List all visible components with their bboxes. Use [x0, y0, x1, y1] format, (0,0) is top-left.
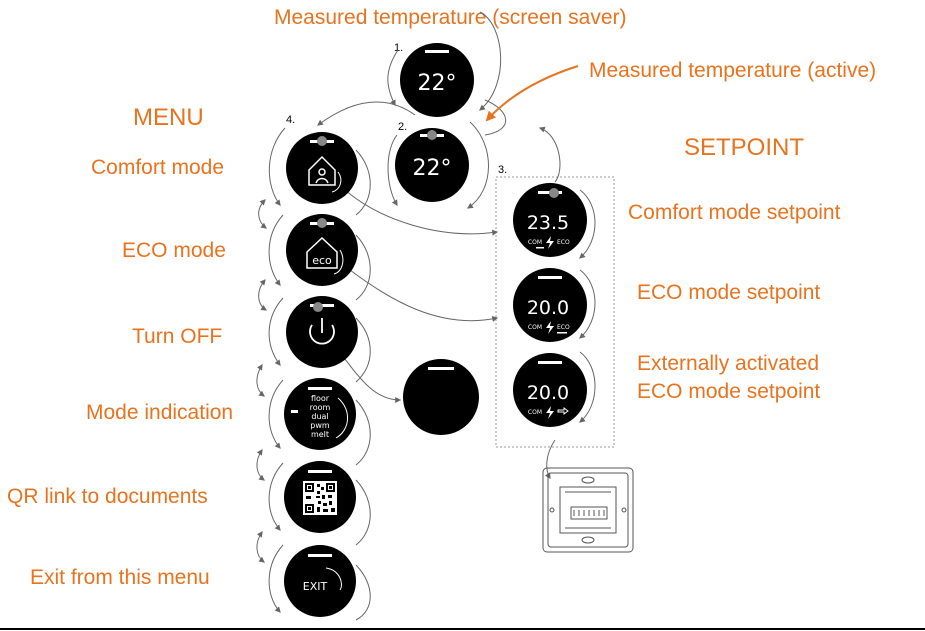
- power-icon: [309, 318, 335, 345]
- exit-text: EXIT: [303, 580, 328, 593]
- eco-eco-label: ECO: [557, 324, 570, 331]
- knob-qr: [284, 461, 356, 533]
- knob-mode-indication: floor room dual pwm melt: [284, 378, 356, 450]
- mode-pwm: pwm: [310, 421, 330, 430]
- mode-room: room: [310, 403, 331, 412]
- knob-comfort-setpoint: 23.5 COM ECO: [513, 183, 587, 257]
- ext-com-label: COM: [528, 409, 542, 416]
- temp-saver-text: 22°: [418, 71, 457, 96]
- external-input-icon: [557, 407, 569, 415]
- lightning-icon: [546, 236, 554, 249]
- label-active: Measured temperature (active): [589, 59, 877, 82]
- knob-eco-setpoint: 20.0 COM ECO: [513, 268, 587, 342]
- comfort-com-label: COM: [528, 239, 542, 246]
- house-person-icon: [308, 155, 336, 186]
- mode-floor: floor: [311, 394, 330, 403]
- qr-code-icon: [303, 481, 337, 515]
- step-2: 2.: [398, 121, 408, 133]
- label-comfort-mode: Comfort mode: [91, 156, 225, 179]
- lightning-icon: [546, 406, 554, 419]
- label-eco-mode: ECO mode: [122, 239, 226, 262]
- knob-eco: eco: [286, 214, 358, 286]
- eco-underline: [557, 332, 567, 334]
- eco-com-label: COM: [528, 324, 542, 331]
- knob-active: 22°: [395, 128, 469, 202]
- comfort-value: 23.5: [527, 212, 569, 234]
- label-ext-eco-line1: Externally activated: [637, 352, 820, 375]
- knob-screen-saver: 22°: [400, 43, 474, 117]
- lightning-icon: [546, 321, 554, 334]
- step-4: 4.: [286, 114, 296, 126]
- temp-active-text: 22°: [413, 156, 452, 181]
- eco-house-icon: [306, 236, 338, 269]
- knob-off-blank: [403, 359, 479, 435]
- rotate-hint-icon: [333, 249, 344, 275]
- menu-heading: MENU: [133, 104, 204, 131]
- thermostat-base-illustration: [542, 467, 634, 553]
- label-eco-setpoint: ECO mode setpoint: [637, 281, 821, 304]
- knob-comfort: [286, 132, 358, 204]
- com-underline: [536, 247, 544, 249]
- label-mode-indication: Mode indication: [86, 401, 234, 424]
- knob-turn-off: [286, 296, 358, 368]
- setpoint-group-box: [495, 176, 615, 448]
- label-ext-eco-line2: ECO mode setpoint: [637, 380, 821, 403]
- label-turn-off: Turn OFF: [132, 325, 223, 348]
- mode-dual: dual: [311, 412, 328, 421]
- step-3: 3.: [498, 164, 508, 176]
- label-screen-saver: Measured temperature (screen saver): [274, 6, 627, 29]
- label-qr-link: QR link to documents: [7, 485, 208, 508]
- connector-arrows: [256, 11, 596, 621]
- eco-value: 20.0: [527, 297, 569, 319]
- setpoint-heading: SETPOINT: [684, 134, 805, 161]
- rotate-hint-icon: [335, 397, 348, 439]
- ext-eco-value: 20.0: [527, 382, 569, 404]
- active-arrow: [485, 65, 579, 122]
- eco-icon-text: eco: [312, 254, 332, 267]
- rotate-hint-icon: [325, 567, 342, 591]
- mode-melt: melt: [311, 430, 329, 439]
- label-comfort-setpoint: Comfort mode setpoint: [628, 201, 841, 224]
- rotate-hint-icon: [331, 171, 342, 193]
- knob-exit: EXIT: [284, 545, 356, 617]
- knob-ext-eco-setpoint: 20.0 COM: [513, 353, 587, 427]
- label-exit-menu: Exit from this menu: [30, 566, 210, 589]
- comfort-eco-label: ECO: [557, 239, 570, 246]
- step-1: 1.: [394, 42, 404, 54]
